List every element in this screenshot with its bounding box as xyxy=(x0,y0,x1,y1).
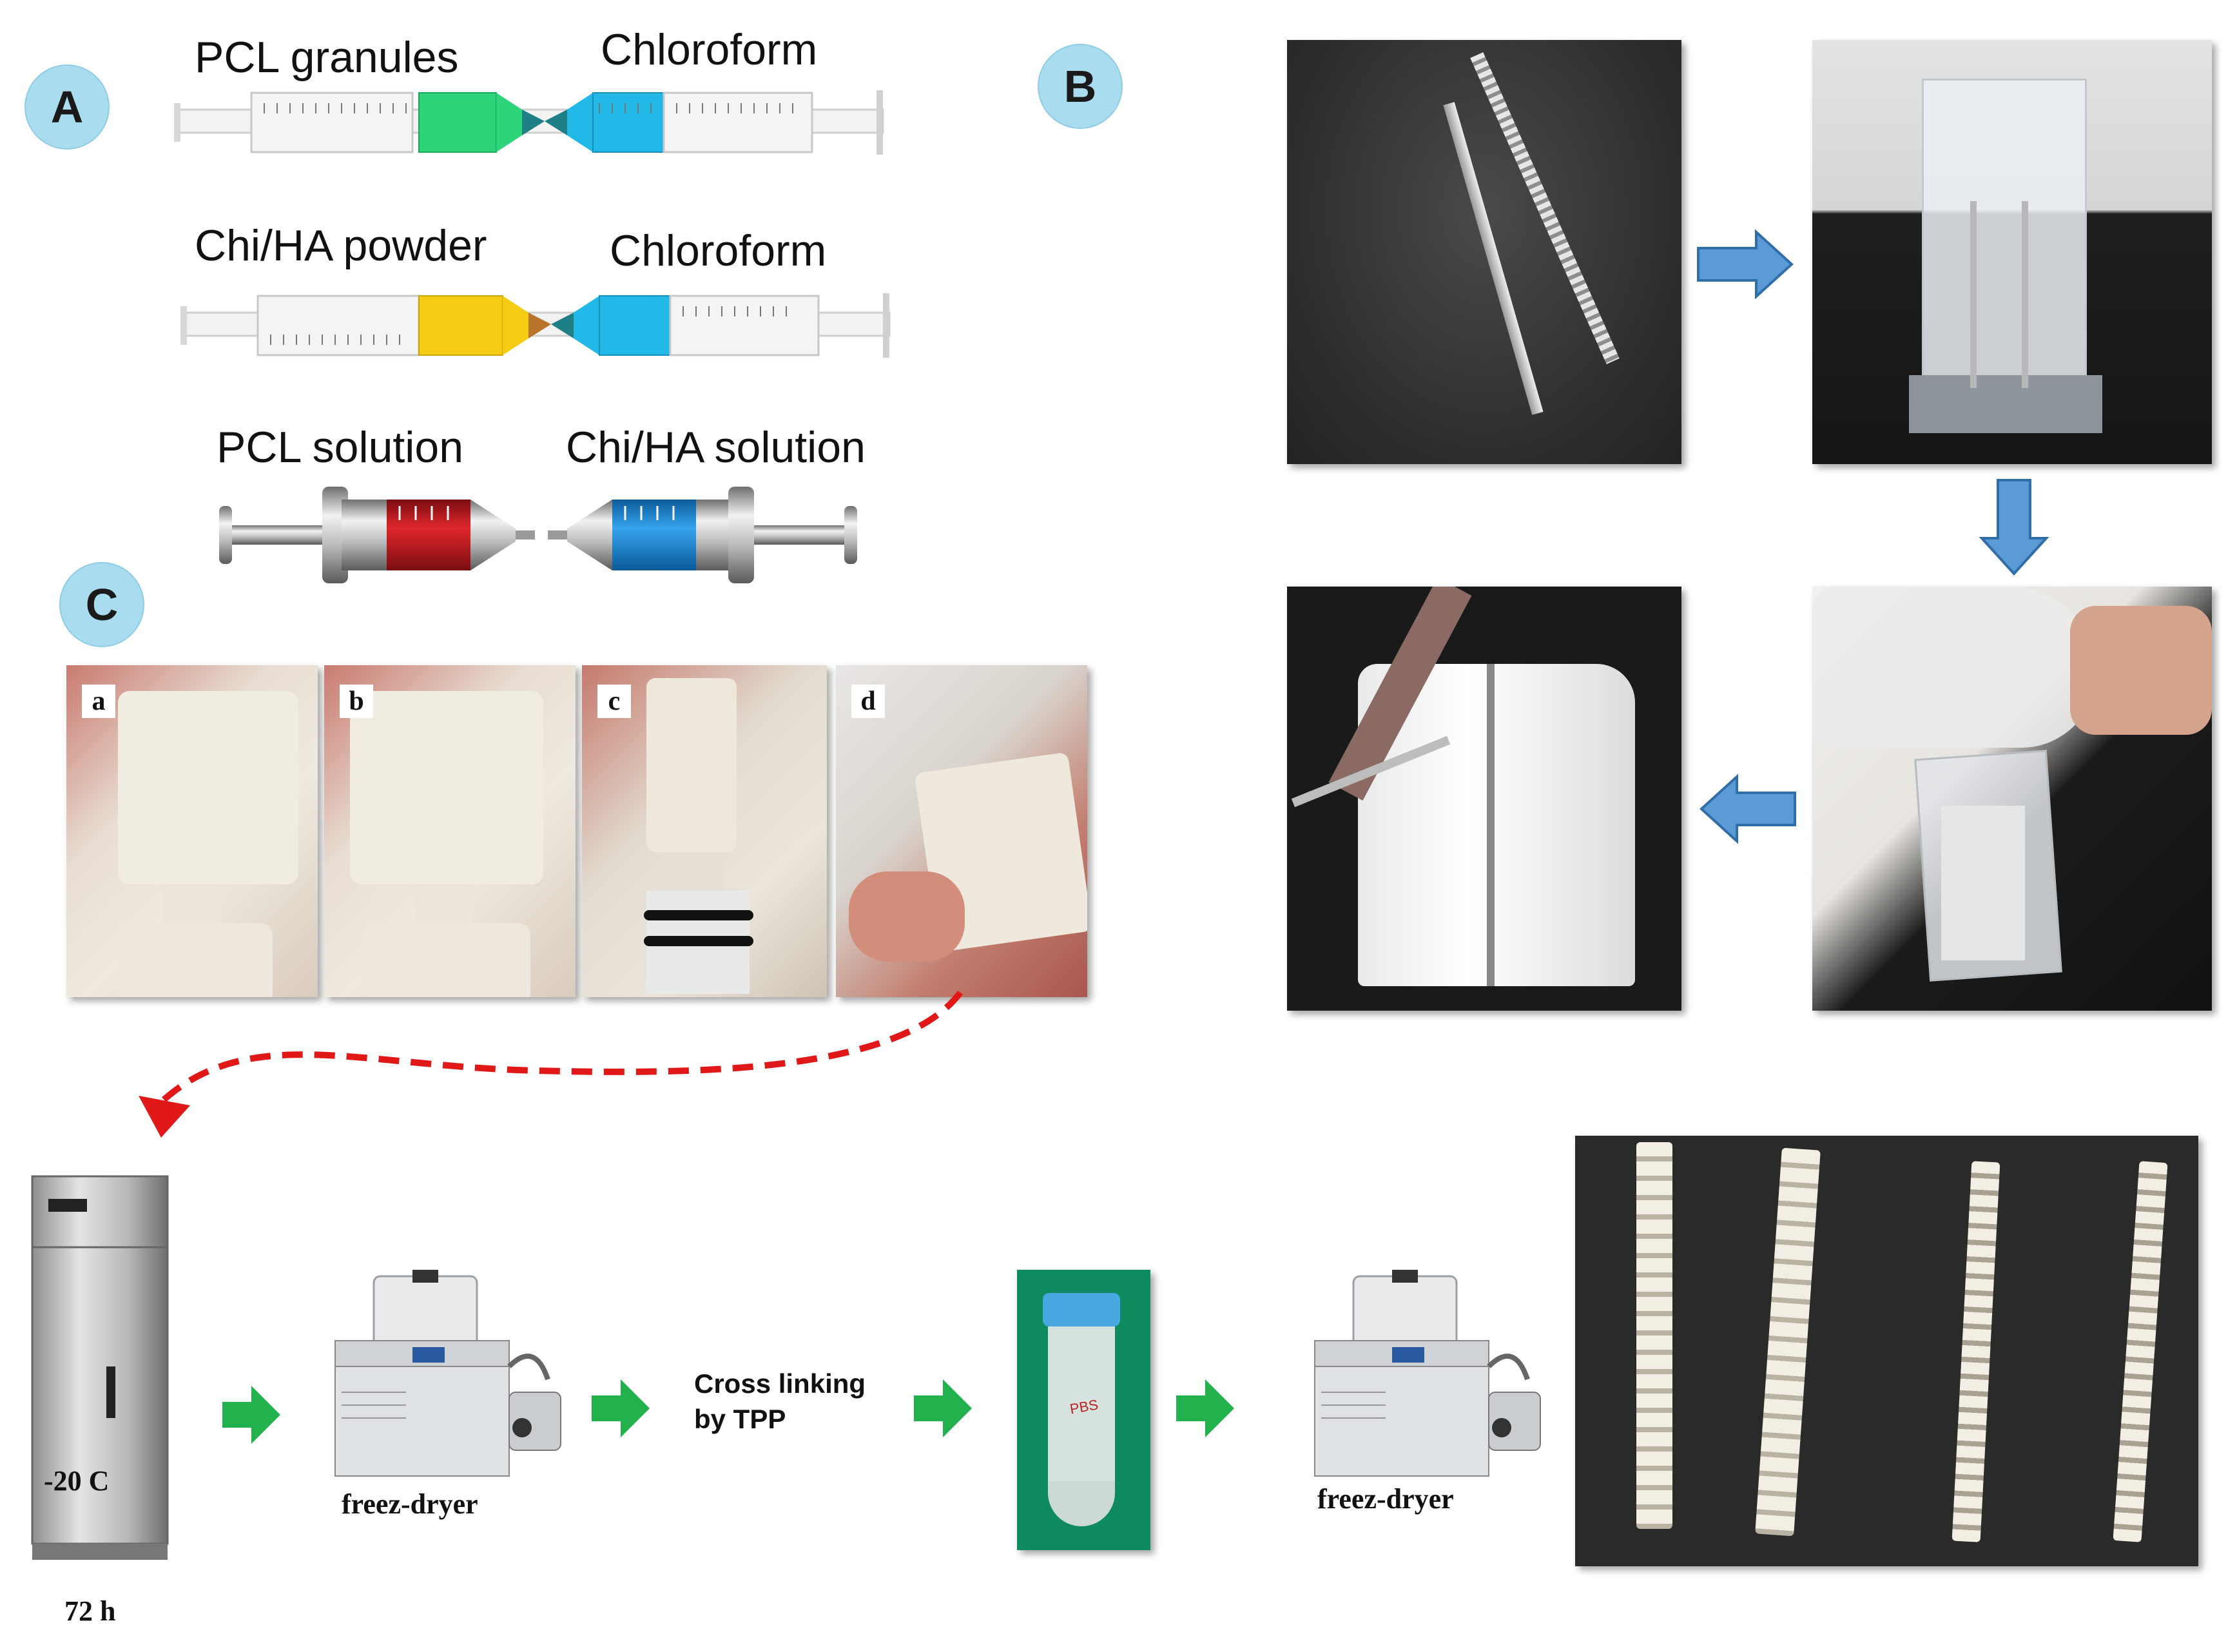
freeze-dryer-label-2: freez-dryer xyxy=(1317,1483,1454,1515)
chi-ha-solution-label: Chi/HA solution xyxy=(566,423,866,472)
panel-b-badge: B xyxy=(1038,44,1123,129)
sub-label-a: a xyxy=(82,685,115,718)
crosslink-line1: Cross linking xyxy=(694,1368,866,1399)
green-arrow-icon-4 xyxy=(1176,1379,1234,1437)
photo-c-b: b xyxy=(324,665,576,997)
photo-tube: PBS xyxy=(1017,1270,1150,1550)
syringe-pair-1 xyxy=(174,90,884,155)
freezer-icon xyxy=(31,1175,169,1560)
panel-a-badge: A xyxy=(24,64,110,150)
syringe-pair-3 xyxy=(219,487,857,583)
photo-c-a: a xyxy=(66,665,318,997)
chi-ha-powder-label: Chi/HA powder xyxy=(195,221,487,270)
chloroform-label-1: Chloroform xyxy=(601,25,818,74)
panel-c-badge: C xyxy=(59,562,144,647)
pcl-solution-label: PCL solution xyxy=(217,423,464,472)
arrow-right-icon xyxy=(1697,229,1794,300)
sub-label-d: d xyxy=(851,685,885,718)
dashed-flow-arrow xyxy=(139,990,963,1138)
arrow-left-icon xyxy=(1700,773,1796,844)
freeze-dryer-icon-2 xyxy=(1314,1270,1541,1477)
freezer-temp-label: -20 C xyxy=(44,1465,110,1497)
green-arrow-icon-3 xyxy=(914,1379,972,1437)
photo-c-d: d xyxy=(836,665,1087,997)
arrow-down-icon xyxy=(1979,479,2049,576)
chloroform-label-2: Chloroform xyxy=(610,226,827,275)
green-arrow-icon-2 xyxy=(592,1379,650,1437)
photo-c-c: c xyxy=(582,665,827,997)
freezer-time-label: 72 h xyxy=(64,1595,116,1627)
photo-b-screws xyxy=(1287,40,1681,464)
crosslink-line2: by TPP xyxy=(694,1404,786,1434)
photo-b-pouring xyxy=(1812,587,2212,1011)
green-arrow-icon-1 xyxy=(222,1386,280,1444)
photo-b-mold xyxy=(1812,40,2212,464)
sub-label-b: b xyxy=(340,685,373,718)
pcl-granules-label: PCL granules xyxy=(195,33,459,82)
sub-label-c: c xyxy=(597,685,631,718)
syringe-pair-2 xyxy=(180,293,891,358)
photo-final-screws xyxy=(1575,1136,2198,1566)
freeze-dryer-icon-1 xyxy=(334,1270,561,1477)
freeze-dryer-label-1: freez-dryer xyxy=(342,1488,478,1520)
photo-b-demolded xyxy=(1287,587,1681,1011)
